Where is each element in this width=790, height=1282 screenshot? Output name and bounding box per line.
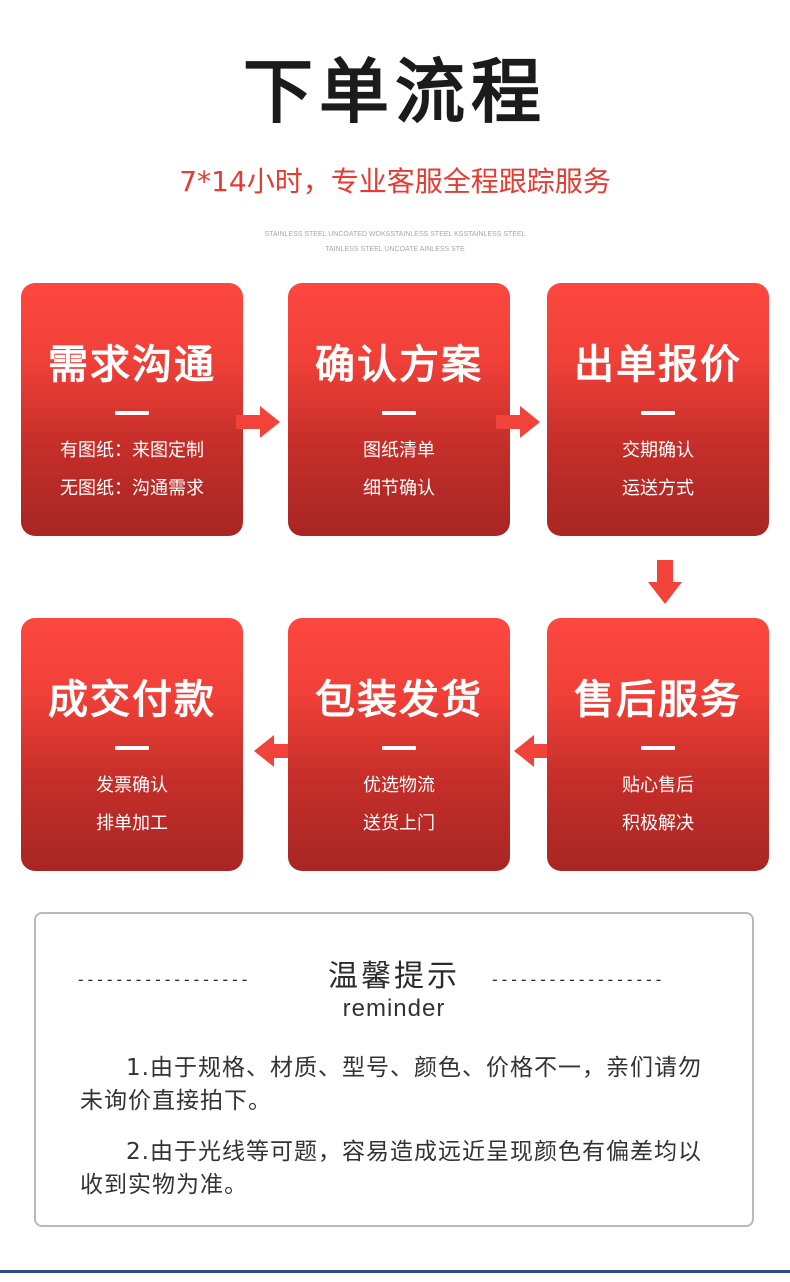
step-detail: 有图纸：来图定制 <box>60 440 204 461</box>
step-card-requirements: 需求沟通 有图纸：来图定制 无图纸：沟通需求 <box>21 283 243 536</box>
step-detail: 无图纸：沟通需求 <box>60 478 204 499</box>
step-divider <box>641 746 675 750</box>
step-card-after-sales: 售后服务 贴心售后 积极解决 <box>547 618 769 871</box>
page-subtitle: 7*14小时，专业客服全程跟踪服务 <box>179 165 611 198</box>
step-card-confirm-plan: 确认方案 图纸清单 细节确认 <box>288 283 510 536</box>
step-card-shipping: 包装发货 优选物流 送货上门 <box>288 618 510 871</box>
arrow-left-icon <box>254 735 298 767</box>
reminder-item: 1.由于规格、材质、型号、颜色、价格不一，亲们请勿未询价直接拍下。 <box>80 1055 702 1114</box>
step-divider <box>382 411 416 415</box>
bottom-divider <box>0 1270 790 1273</box>
decorative-caption-1: STAINLESS STEEL UNCOATED WOKSSTAINLESS S… <box>264 231 526 238</box>
arrow-down-icon <box>648 560 682 604</box>
step-divider <box>115 411 149 415</box>
step-title: 包装发货 <box>315 677 483 723</box>
step-title: 成交付款 <box>48 677 216 723</box>
page-title: 下单流程 <box>243 51 547 133</box>
arrow-left-icon <box>514 735 558 767</box>
step-detail: 细节确认 <box>363 478 435 499</box>
step-divider <box>115 746 149 750</box>
decorative-caption-2: TAINLESS STEEL UNCOATE AINLESS STE <box>325 246 465 253</box>
step-card-quotation: 出单报价 交期确认 运送方式 <box>547 283 769 536</box>
arrow-right-icon <box>236 406 280 438</box>
step-detail: 送货上门 <box>363 813 435 834</box>
reminder-item: 2.由于光线等可题，容易造成远近呈现颜色有偏差均以收到实物为准。 <box>80 1139 702 1198</box>
reminder-dashes-left: ------------------ <box>76 970 250 989</box>
step-title: 出单报价 <box>574 342 742 388</box>
step-detail: 贴心售后 <box>622 775 694 796</box>
step-title: 售后服务 <box>574 677 742 723</box>
step-card-payment: 成交付款 发票确认 排单加工 <box>21 618 243 871</box>
step-detail: 优选物流 <box>363 775 435 796</box>
reminder-dashes-right: ------------------ <box>490 970 664 989</box>
step-detail: 图纸清单 <box>363 440 435 461</box>
step-detail: 运送方式 <box>622 478 694 499</box>
step-title: 需求沟通 <box>48 342 216 388</box>
step-divider <box>641 411 675 415</box>
reminder-title: 温馨提示 <box>328 959 460 994</box>
step-detail: 交期确认 <box>622 440 694 461</box>
step-detail: 发票确认 <box>96 775 168 796</box>
reminder-box: ------------------ ------------------ 温馨… <box>34 912 754 1227</box>
step-detail: 排单加工 <box>96 813 168 834</box>
arrow-right-icon <box>496 406 540 438</box>
step-divider <box>382 746 416 750</box>
step-detail: 积极解决 <box>622 813 694 834</box>
step-title: 确认方案 <box>315 342 483 388</box>
reminder-subtitle: reminder <box>342 995 446 1022</box>
